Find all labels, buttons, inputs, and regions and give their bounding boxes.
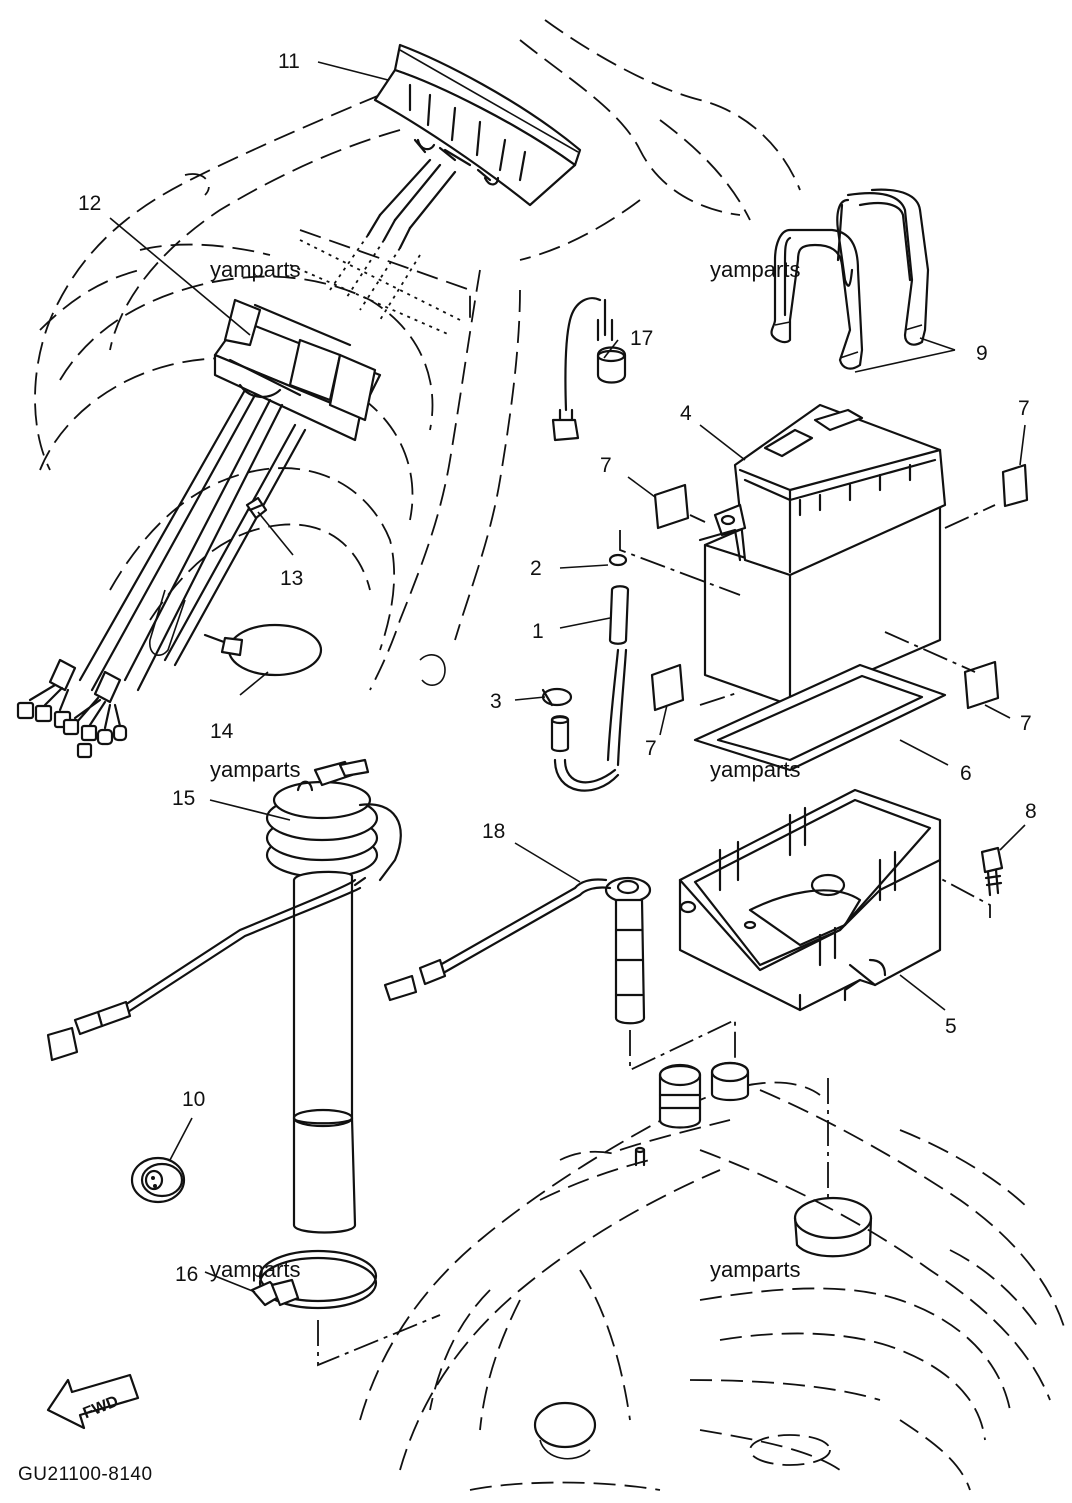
- battery-4: [698, 403, 947, 707]
- callout-10: 10: [182, 1088, 205, 1111]
- callout-4: 4: [680, 402, 692, 425]
- bolt-8: [980, 846, 1004, 897]
- label-7: [650, 463, 1029, 712]
- callout-13: 13: [280, 567, 303, 590]
- leader-lines: [109, 61, 1026, 1293]
- watermark: yamparts: [710, 757, 800, 782]
- breather-hose-1: [553, 585, 630, 792]
- callout-11: 11: [278, 50, 300, 73]
- callout-14: 14: [210, 720, 234, 743]
- watermark: yamparts: [710, 1257, 800, 1282]
- callout-6: 6: [960, 762, 972, 785]
- watermark: yamparts: [210, 257, 300, 282]
- callout-labels: 11 12 13 14 17 9 4 7 7 2 1 3 7 7 6 8 5 1…: [78, 50, 1037, 1286]
- lower-hull-outline: [359, 1081, 1066, 1491]
- battery-mat-6: [693, 663, 947, 772]
- watermarks: yamparts yamparts yamparts yamparts yamp…: [210, 257, 800, 1282]
- fuel-gauge-sensor-18: [383, 876, 652, 1025]
- callout-2: 2: [530, 557, 542, 580]
- connector-block-12: [213, 298, 382, 442]
- hull-outline: [34, 19, 801, 691]
- callout-3: 3: [490, 690, 502, 713]
- clip-13: [245, 496, 268, 520]
- callout-16: 16: [175, 1263, 198, 1286]
- callout-7-c: 7: [645, 737, 657, 760]
- callout-7-d: 7: [1020, 712, 1032, 735]
- hose-clamp-16: [250, 1249, 378, 1310]
- callout-8: 8: [1025, 800, 1037, 823]
- watermark: yamparts: [710, 257, 800, 282]
- grommet-10: [130, 1156, 186, 1204]
- battery-centerlines: [317, 504, 996, 1367]
- cable-tie-14: [203, 623, 323, 677]
- ring-2: [608, 553, 628, 567]
- watermark: yamparts: [210, 1257, 300, 1282]
- callout-17: 17: [630, 327, 653, 350]
- meter-unit-11: [373, 43, 582, 207]
- callout-9: 9: [976, 342, 988, 365]
- harness-wires: [48, 388, 307, 704]
- callout-18: 18: [482, 820, 505, 843]
- battery-box-5: [678, 788, 942, 1012]
- callout-5: 5: [945, 1015, 957, 1038]
- fuel-sender-15: [265, 758, 402, 1234]
- callout-1: 1: [532, 620, 544, 643]
- tank-fittings: [658, 1061, 750, 1129]
- callout-7-b: 7: [1018, 397, 1030, 420]
- callout-12: 12: [78, 192, 101, 215]
- callout-7-a: 7: [600, 454, 612, 477]
- fwd-arrow: FWD: [46, 1373, 140, 1430]
- battery-band-9: [770, 188, 930, 370]
- meter-wiring: [289, 158, 471, 336]
- sender-wire: [46, 878, 362, 1062]
- clamp-3: [541, 687, 573, 753]
- callout-15: 15: [172, 787, 195, 810]
- watermark: yamparts: [210, 757, 300, 782]
- diagram-code: GU21100-8140: [18, 1464, 153, 1485]
- harness-connectors: [16, 683, 128, 759]
- sensor-17: [551, 297, 627, 442]
